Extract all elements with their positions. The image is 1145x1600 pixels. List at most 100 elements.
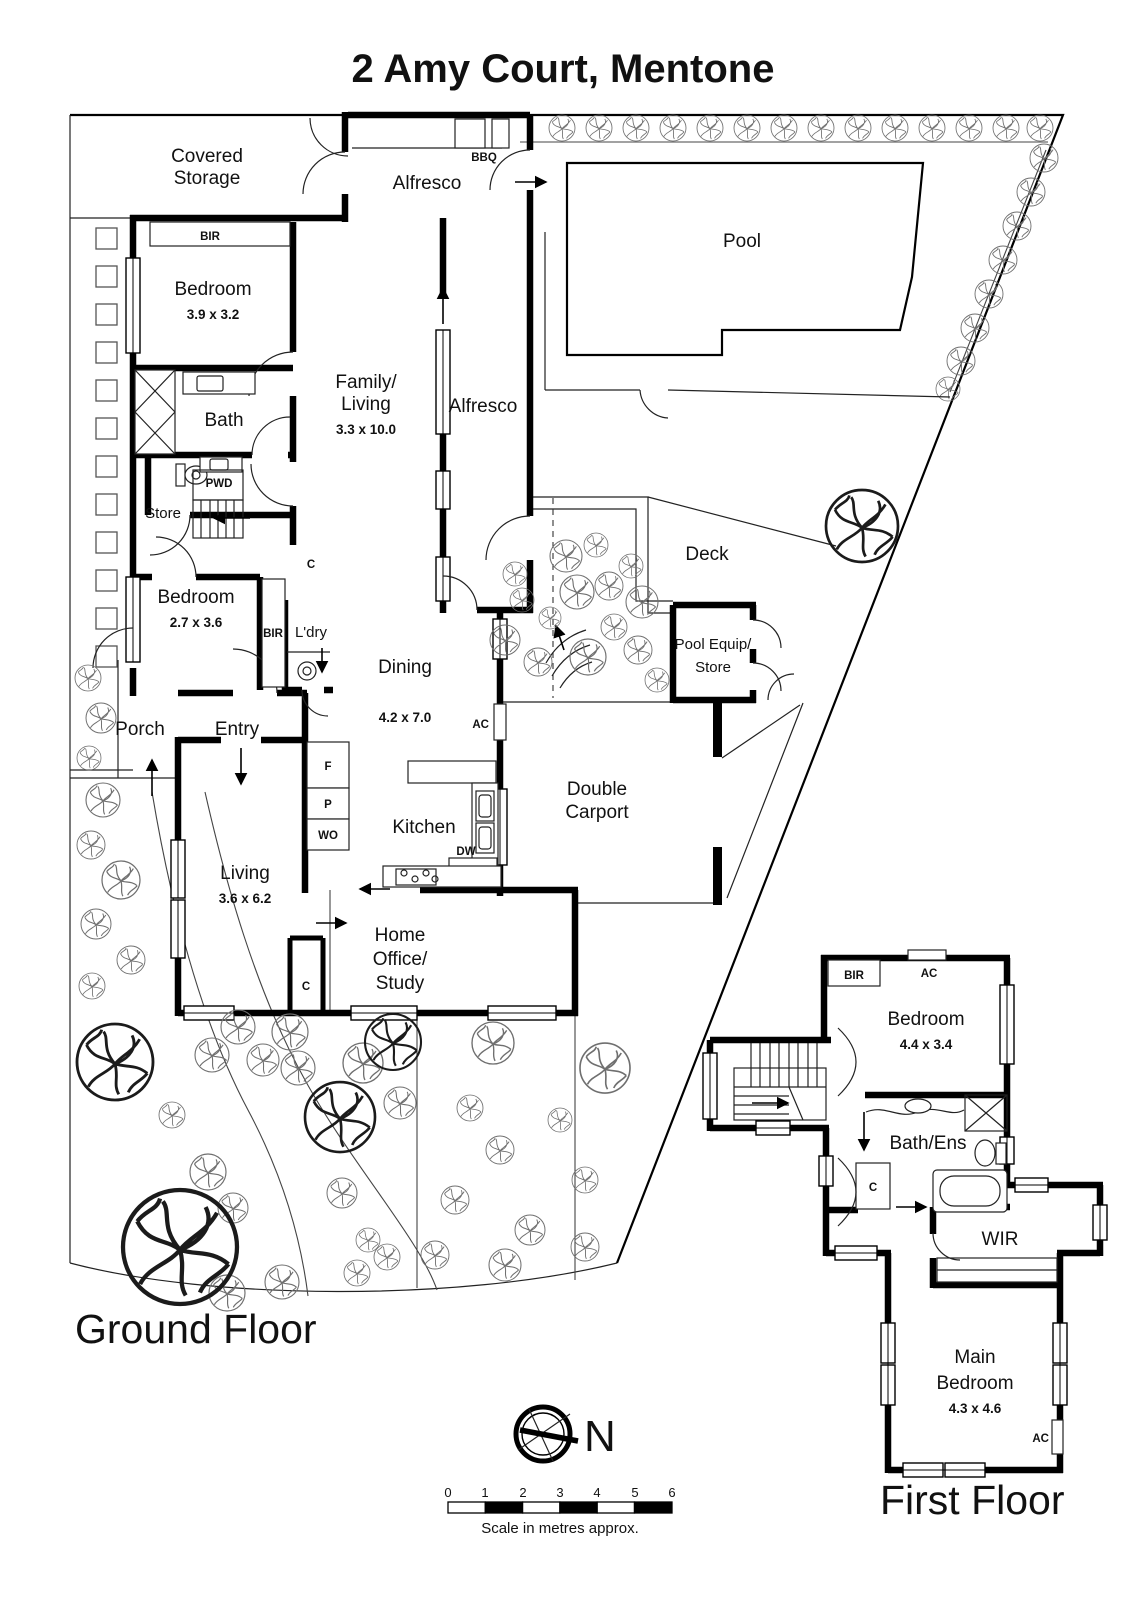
room-label-carport2: Carport: [565, 802, 629, 823]
label-ac-ff-upper: AC: [921, 968, 938, 980]
room-label-office2: Office/: [373, 949, 428, 970]
hedge-trees: [548, 114, 1059, 402]
dim-bedroom1: 3.9 x 3.2: [187, 307, 240, 322]
scale-tick-1: 1: [481, 1485, 488, 1500]
room-label-family2: Living: [341, 394, 391, 415]
room-label-pool-equip: Pool Equip/: [675, 636, 753, 653]
ground-doors: [92, 117, 795, 717]
first-floor-arrows: [857, 1112, 928, 1214]
room-label-wir: WIR: [982, 1229, 1019, 1250]
laundry-trough: [297, 661, 317, 681]
basin: [196, 375, 224, 392]
kitchen-bench: [407, 760, 497, 784]
room-label-family: Family/: [335, 372, 397, 393]
room-label-bedroom-ff: Bedroom: [887, 1009, 964, 1030]
room-label-bath: Bath: [204, 410, 243, 431]
label-ac-ff-lower: AC: [1032, 1433, 1049, 1445]
carport-post: [713, 847, 722, 905]
label-wall-oven: WO: [318, 830, 338, 842]
room-label-bath-ens: Bath/Ens: [889, 1133, 966, 1154]
room-label-bedroom1: Bedroom: [174, 279, 251, 300]
room-label-alfresco-upper: Alfresco: [393, 173, 462, 194]
dim-family: 3.3 x 10.0: [336, 422, 396, 437]
first-floor-fixtures: [827, 949, 1064, 1455]
room-label-kitchen: Kitchen: [392, 817, 455, 838]
bbq-bench: [491, 118, 510, 149]
room-label-dining: Dining: [378, 657, 432, 678]
scale-tick-4: 4: [593, 1485, 600, 1500]
pool-area: [544, 161, 951, 419]
label-cupboard-ff: C: [869, 1182, 877, 1194]
ground-floor-plan: [70, 111, 837, 1297]
cooktop: [395, 868, 437, 886]
scale-tick-0: 0: [444, 1485, 451, 1500]
dim-main-bedroom: 4.3 x 4.6: [949, 1401, 1002, 1416]
wir-door: [932, 1232, 961, 1261]
pantry-wall-oven: [306, 818, 350, 851]
scale-tick-3: 3: [556, 1485, 563, 1500]
bir-robe: [149, 221, 291, 247]
room-label-living: Living: [220, 863, 270, 884]
dim-bedroom2: 2.7 x 3.6: [170, 615, 223, 630]
basin: [904, 1098, 932, 1114]
room-label-main-bedroom2: Bedroom: [936, 1373, 1013, 1394]
curved-wall: [837, 1027, 857, 1097]
closet: [855, 1162, 891, 1210]
curved-wall: [837, 1157, 857, 1227]
room-label-office3: Study: [376, 973, 425, 994]
bbq-bench: [454, 118, 486, 149]
ground-floor-title: Ground Floor: [75, 1306, 317, 1352]
ac-unit: [907, 949, 947, 961]
room-label-office: Home: [375, 925, 426, 946]
room-label-laundry: L'dry: [295, 624, 328, 641]
paver-squares: [95, 227, 118, 668]
ac-unit: [1051, 1419, 1064, 1455]
room-label-pwd: PWD: [206, 478, 233, 490]
room-label-porch: Porch: [115, 719, 165, 740]
ground-fixtures: [134, 118, 510, 888]
label-bbq: BBQ: [471, 152, 497, 164]
label-bir-1: BIR: [200, 231, 221, 243]
toilet: [974, 1139, 996, 1167]
ground-thin-lines: [70, 147, 837, 1297]
compass-north-label: N: [584, 1412, 616, 1461]
room-label-deck: Deck: [685, 544, 729, 565]
shower: [964, 1094, 1008, 1132]
pantry: [306, 787, 350, 820]
scale-tick-6: 6: [668, 1485, 675, 1500]
label-fridge: F: [324, 761, 331, 773]
room-label-carport: Double: [567, 779, 627, 800]
label-ac-ground: AC: [472, 719, 489, 731]
label-cupboard-1: C: [307, 559, 315, 571]
compass: N: [513, 1404, 616, 1464]
first-floor-title: First Floor: [880, 1477, 1065, 1523]
dim-living: 3.6 x 6.2: [219, 891, 272, 906]
carport-post: [713, 699, 722, 757]
room-label-pool: Pool: [723, 231, 761, 252]
room-label-covered-storage: Covered: [171, 146, 243, 167]
ground-walls: [129, 111, 757, 1017]
toilet-tank: [995, 1142, 1007, 1165]
room-label-store: Store: [145, 505, 181, 522]
label-pantry: P: [324, 799, 332, 811]
dim-bedroom-ff: 4.4 x 3.4: [900, 1037, 953, 1052]
linen-cupboard: [134, 369, 176, 455]
ac-unit: [493, 703, 507, 741]
scale-caption: Scale in metres approx.: [481, 1520, 639, 1537]
label-dw: DW: [456, 846, 475, 858]
basin: [209, 458, 229, 471]
room-label-main-bedroom: Main: [954, 1347, 995, 1368]
compass-needle: [519, 1427, 579, 1444]
bir-robe: [827, 959, 881, 987]
toilet-tank: [175, 463, 186, 487]
label-bir-2: BIR: [263, 628, 284, 640]
label-bir-ff: BIR: [844, 970, 865, 982]
scale-tick-5: 5: [631, 1485, 638, 1500]
bir-robe: [261, 578, 286, 688]
room-label-covered-storage2: Storage: [174, 168, 241, 189]
label-cupboard-2: C: [302, 981, 310, 993]
first-floor-plan: [702, 949, 1108, 1478]
dim-dining: 4.2 x 7.0: [379, 710, 432, 725]
